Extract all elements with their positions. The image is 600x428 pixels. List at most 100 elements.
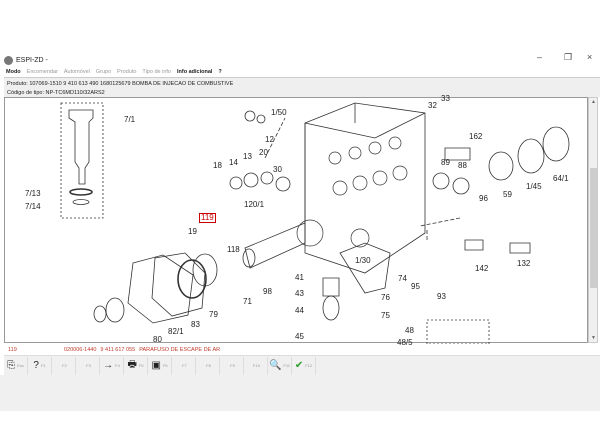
selected-part-label[interactable]: 119 bbox=[199, 213, 216, 223]
part-label[interactable]: 33 bbox=[441, 94, 450, 103]
key-hint: F8 bbox=[206, 363, 211, 368]
empty-key-button[interactable]: F9 bbox=[220, 356, 244, 375]
part-label[interactable]: 120/1 bbox=[244, 200, 265, 209]
part-label[interactable]: 74 bbox=[398, 274, 407, 283]
key-hint: F6 bbox=[162, 363, 168, 368]
menu-grupo[interactable]: Grupo bbox=[95, 69, 112, 75]
vertical-scrollbar[interactable]: ▲ ▼ bbox=[588, 97, 598, 343]
part-label[interactable]: 142 bbox=[475, 264, 489, 273]
part-label[interactable]: 14 bbox=[229, 158, 238, 167]
part-label[interactable]: 45 bbox=[295, 332, 304, 341]
empty-key-button[interactable]: F7 bbox=[172, 356, 196, 375]
status-description: PARAFUSO DE ESCAPE DE AR bbox=[139, 347, 221, 353]
selected-part-status: 119 020006-1440 9 411 617 055 PARAFUSO D… bbox=[4, 345, 600, 355]
product-info: Produto: 107069-1510 9 410 613 490 16801… bbox=[4, 77, 600, 97]
part-label[interactable]: 71 bbox=[243, 297, 252, 306]
part-label[interactable]: 132 bbox=[517, 259, 531, 268]
part-label[interactable]: 75 bbox=[381, 311, 390, 320]
part-label[interactable]: 48 bbox=[405, 326, 414, 335]
part-label[interactable]: 13 bbox=[243, 152, 252, 161]
part-label[interactable]: 32 bbox=[428, 101, 437, 110]
part-label[interactable]: 7/13 bbox=[25, 189, 41, 198]
empty-key-button[interactable]: F3 bbox=[76, 356, 100, 375]
key-hint: F10 bbox=[253, 363, 260, 368]
close-button[interactable]: × bbox=[587, 52, 593, 62]
image-settings-button[interactable]: ▣F6 bbox=[148, 356, 172, 375]
part-label[interactable]: 44 bbox=[295, 306, 304, 315]
key-hint: F5 bbox=[138, 363, 144, 368]
part-label[interactable]: 1/45 bbox=[526, 182, 542, 191]
part-label[interactable]: 89 bbox=[441, 158, 450, 167]
arrow-button[interactable]: →F4 bbox=[100, 356, 124, 375]
menu-produto[interactable]: Produto bbox=[117, 69, 137, 75]
status-number: 020006-1440 bbox=[64, 347, 97, 353]
app-logo-icon bbox=[4, 55, 13, 65]
minimize-button[interactable]: – bbox=[537, 52, 543, 62]
part-label[interactable]: 88 bbox=[458, 161, 467, 170]
part-label[interactable]: 20 bbox=[259, 148, 268, 157]
part-label[interactable]: 1/50 bbox=[271, 108, 287, 117]
part-label[interactable]: 96 bbox=[479, 194, 488, 203]
part-label[interactable]: 12 bbox=[265, 135, 274, 144]
part-label[interactable]: 1/30 bbox=[355, 256, 371, 265]
parts-drawing bbox=[60, 102, 570, 344]
product-line: Produto: 107069-1510 9 410 613 490 16801… bbox=[7, 81, 234, 87]
status-part-number: 9 411 617 055 bbox=[100, 347, 136, 353]
title-bar: ESPI-ZD - – ❐ × bbox=[0, 52, 600, 68]
menu-bar: Modo Encomendar Automóvel Grupo Produto … bbox=[0, 67, 600, 77]
empty-key-button[interactable]: F2 bbox=[52, 356, 76, 375]
part-label[interactable]: 95 bbox=[411, 282, 420, 291]
print-button[interactable]: 🖶F5 bbox=[124, 356, 148, 375]
maximize-button[interactable]: ❐ bbox=[564, 52, 573, 62]
part-label[interactable]: 162 bbox=[469, 132, 483, 141]
key-hint: F4 bbox=[115, 363, 120, 368]
exit-icon: ⎘ bbox=[7, 360, 16, 371]
status-position: 119 bbox=[8, 347, 17, 353]
scroll-thumb[interactable] bbox=[590, 168, 597, 288]
part-label[interactable]: 48/5 bbox=[397, 338, 413, 347]
part-label[interactable]: 80 bbox=[153, 335, 162, 344]
key-hint: F11 bbox=[283, 363, 291, 368]
exit-button[interactable]: ⎘Esc bbox=[4, 356, 28, 375]
exploded-view-diagram[interactable]: 7/1 7/13 7/14 1/50 12 32 33 162 18 14 13… bbox=[4, 94, 588, 347]
menu-tipo-info[interactable]: Tipo de info bbox=[142, 69, 171, 75]
menu-modo[interactable]: Modo bbox=[6, 69, 21, 75]
part-label[interactable]: 30 bbox=[273, 165, 282, 174]
key-hint: F12 bbox=[305, 363, 313, 368]
part-label[interactable]: 18 bbox=[213, 161, 222, 170]
menu-automovel[interactable]: Automóvel bbox=[63, 69, 90, 75]
key-hint: F1 bbox=[40, 363, 46, 368]
zoom-icon: 🔍 bbox=[268, 360, 282, 371]
key-hint: F3 bbox=[86, 363, 91, 368]
help-button[interactable]: ?F1 bbox=[28, 356, 52, 375]
scroll-up-icon[interactable]: ▲ bbox=[591, 99, 596, 105]
menu-info-adicional[interactable]: Info adicional bbox=[176, 69, 213, 75]
type-code-line: Código de tipo: NP-TC6MD110/32ARS2 bbox=[7, 90, 105, 96]
scroll-down-icon[interactable]: ▼ bbox=[591, 335, 596, 341]
key-hint: Esc bbox=[17, 363, 24, 368]
menu-encomendar[interactable]: Encomendar bbox=[26, 69, 58, 75]
image-settings-icon: ▣ bbox=[151, 360, 161, 371]
part-label[interactable]: 7/1 bbox=[124, 115, 136, 124]
part-label[interactable]: 83 bbox=[191, 320, 200, 329]
part-label[interactable]: 43 bbox=[295, 289, 304, 298]
check-button[interactable]: ✔F12 bbox=[292, 356, 316, 375]
zoom-button[interactable]: 🔍F11 bbox=[268, 356, 292, 375]
part-label[interactable]: 59 bbox=[503, 190, 512, 199]
empty-key-button[interactable]: F8 bbox=[196, 356, 220, 375]
key-hint: F9 bbox=[230, 363, 235, 368]
part-label[interactable]: 41 bbox=[295, 273, 304, 282]
part-label[interactable]: 64/1 bbox=[553, 174, 569, 183]
part-label[interactable]: 118 bbox=[227, 245, 240, 254]
part-label[interactable]: 76 bbox=[381, 293, 390, 302]
empty-key-button[interactable]: F10 bbox=[244, 356, 268, 375]
menu-help[interactable]: ? bbox=[218, 69, 222, 75]
check-icon: ✔ bbox=[294, 360, 304, 371]
part-label[interactable]: 19 bbox=[188, 227, 197, 236]
part-label[interactable]: 98 bbox=[263, 287, 272, 296]
part-label[interactable]: 79 bbox=[209, 310, 218, 319]
part-label[interactable]: 7/14 bbox=[25, 202, 41, 211]
part-label[interactable]: 82/1 bbox=[168, 327, 184, 336]
part-label[interactable]: 93 bbox=[437, 292, 446, 301]
